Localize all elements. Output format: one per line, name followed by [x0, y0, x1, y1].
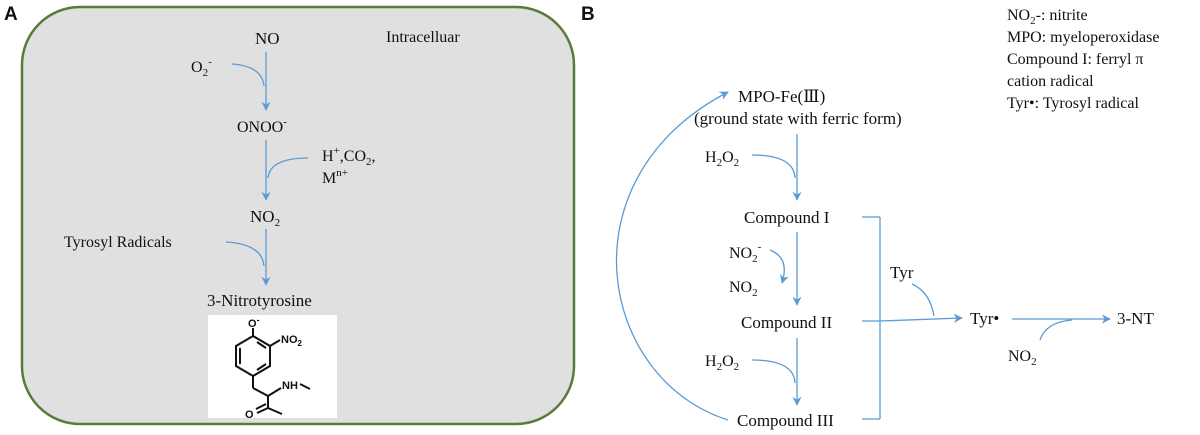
peroxynitrite-label: ONOO- — [237, 116, 287, 136]
tyrosyl-radicals-label: Tyrosyl Radicals — [64, 234, 172, 251]
amine-label: NH — [282, 380, 298, 392]
panel-a-letter: A — [4, 4, 18, 25]
legend-tyrosyl: Tyr•: Tyrosyl radical — [1007, 95, 1139, 112]
no2-out-label: NO2 — [729, 279, 758, 299]
3nt-label: 3-NT — [1117, 309, 1154, 328]
arrow-compound3-return-to-mpo — [615, 91, 729, 421]
no-label: NO — [255, 29, 280, 48]
panel-b-letter: B — [581, 4, 595, 25]
compartment-label: Intracelluar — [386, 29, 460, 46]
arrow-bracket-to-tyr-radical — [879, 313, 963, 323]
nitro-group-label: NO2 — [281, 334, 303, 348]
no2-join-curve — [1039, 319, 1073, 341]
compound1-label: Compound I — [744, 208, 830, 227]
tyr-label: Tyr — [890, 263, 914, 282]
structure-background — [208, 315, 337, 418]
no2-label: NO2 — [250, 207, 280, 229]
legend-cation-radical: cation radical — [1007, 73, 1094, 90]
legend-mpo: MPO: myeloperoxidase — [1007, 29, 1159, 46]
h2o2-lower-join-curve — [751, 359, 796, 384]
no2-bottom-label: NO2 — [1008, 348, 1037, 368]
mpo-ferric-label: MPO-Fe(Ⅲ) — [738, 87, 825, 106]
compound2-label: Compound II — [741, 313, 832, 332]
compound3-label: Compound III — [737, 411, 834, 430]
nitrite-conversion-curve — [769, 249, 789, 284]
tyr-bracket — [862, 216, 881, 420]
carbonyl-oxygen-label: O — [245, 409, 254, 421]
metal-ion-label: Mn+ — [322, 167, 348, 187]
h2o2-lower-label: H2O2 — [705, 353, 739, 373]
ground-state-label: (ground state with ferric form) — [694, 109, 902, 128]
tyr-radical-label: Tyr• — [970, 309, 999, 328]
superoxide-join-curve — [231, 63, 265, 87]
nitrotyrosine-label: 3-Nitrotyrosine — [207, 291, 312, 310]
h2o2-upper-join-curve — [751, 154, 796, 179]
tyr-join-curve — [911, 283, 935, 317]
nitrite-label: NO2- — [729, 241, 762, 265]
legend-compound1: Compound I: ferryl π — [1007, 51, 1144, 68]
h-co2-join-curve — [267, 157, 309, 179]
legend-nitrite: NO2-: nitrite — [1007, 7, 1088, 27]
nitrotyrosine-structure: O- NO2 NH O — [208, 315, 337, 421]
h2o2-upper-label: H2O2 — [705, 149, 739, 169]
phenolate-label: O- — [248, 315, 260, 330]
tyrosyl-join-curve — [225, 241, 265, 267]
intracellular-compartment — [20, 5, 576, 426]
superoxide-label: O2- — [191, 56, 212, 79]
h-co2-label: H+,CO2, — [322, 145, 376, 168]
legend: NO2-: nitrite MPO: myeloperoxidase Compo… — [1007, 7, 1159, 112]
